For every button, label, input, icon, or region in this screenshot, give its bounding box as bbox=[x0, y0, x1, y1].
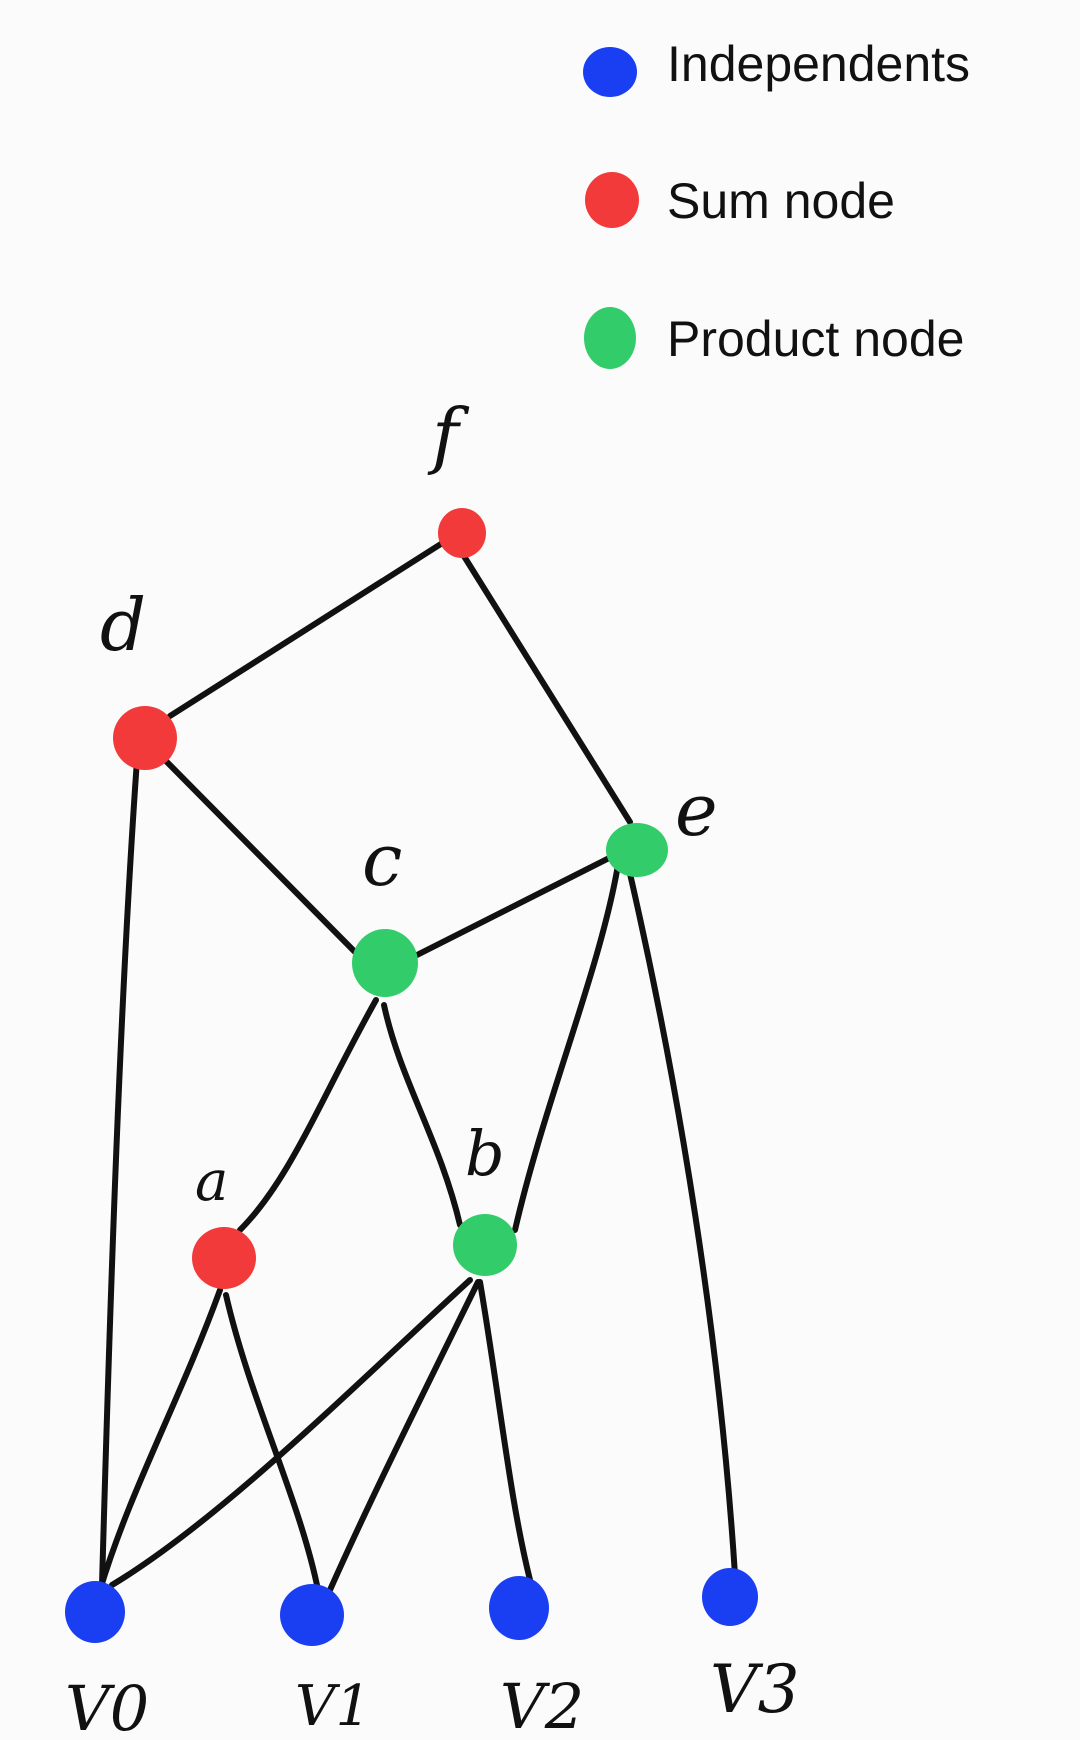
edge-a-v1 bbox=[223, 1292, 321, 1593]
edge-d-c bbox=[159, 754, 358, 955]
label-a: a bbox=[195, 1149, 228, 1214]
edge-e-b bbox=[512, 862, 621, 1233]
label-v0: V0 bbox=[65, 1672, 149, 1740]
node-a-sum bbox=[192, 1227, 256, 1289]
legend: Independents Sum node Product node bbox=[583, 36, 970, 369]
edge-f-e bbox=[459, 550, 633, 825]
nodes bbox=[65, 508, 758, 1646]
node-labels: f d e c a b V0 V1 V2 V3 bbox=[65, 393, 800, 1740]
label-b: b bbox=[465, 1117, 505, 1190]
node-v1-independent bbox=[280, 1584, 344, 1646]
node-v3-independent bbox=[702, 1568, 758, 1626]
edge-f-d bbox=[167, 532, 458, 719]
edge-c-a bbox=[237, 997, 379, 1233]
node-f-sum bbox=[438, 508, 486, 558]
legend-swatch-sum-node bbox=[585, 172, 639, 228]
node-e-product bbox=[606, 823, 668, 877]
edge-e-c bbox=[414, 847, 628, 958]
edge-b-v1 bbox=[327, 1279, 481, 1593]
label-v3: V3 bbox=[710, 1651, 800, 1728]
node-b-product bbox=[453, 1214, 517, 1276]
edge-d-v0 bbox=[99, 757, 140, 1588]
legend-label-product-node: Product node bbox=[667, 311, 964, 367]
label-v2: V2 bbox=[500, 1670, 584, 1740]
node-v2-independent bbox=[489, 1576, 549, 1640]
node-v0-independent bbox=[65, 1581, 125, 1643]
label-c: c bbox=[362, 818, 402, 902]
legend-label-sum-node: Sum node bbox=[667, 173, 895, 229]
label-d: d bbox=[100, 583, 146, 667]
edges bbox=[97, 532, 738, 1593]
edge-e-v3 bbox=[625, 862, 738, 1578]
label-f: f bbox=[427, 393, 470, 477]
edge-b-v0 bbox=[109, 1277, 473, 1588]
edge-b-v2 bbox=[477, 1279, 533, 1583]
legend-label-independents: Independents bbox=[667, 36, 970, 92]
edge-c-b bbox=[381, 1002, 463, 1228]
legend-swatch-independents bbox=[583, 47, 637, 97]
node-c-product bbox=[352, 929, 418, 997]
node-d-sum bbox=[113, 706, 177, 770]
edge-a-v0 bbox=[97, 1287, 223, 1593]
legend-swatch-product-node bbox=[584, 307, 636, 369]
label-e: e bbox=[675, 768, 718, 852]
label-v1: V1 bbox=[295, 1674, 371, 1739]
